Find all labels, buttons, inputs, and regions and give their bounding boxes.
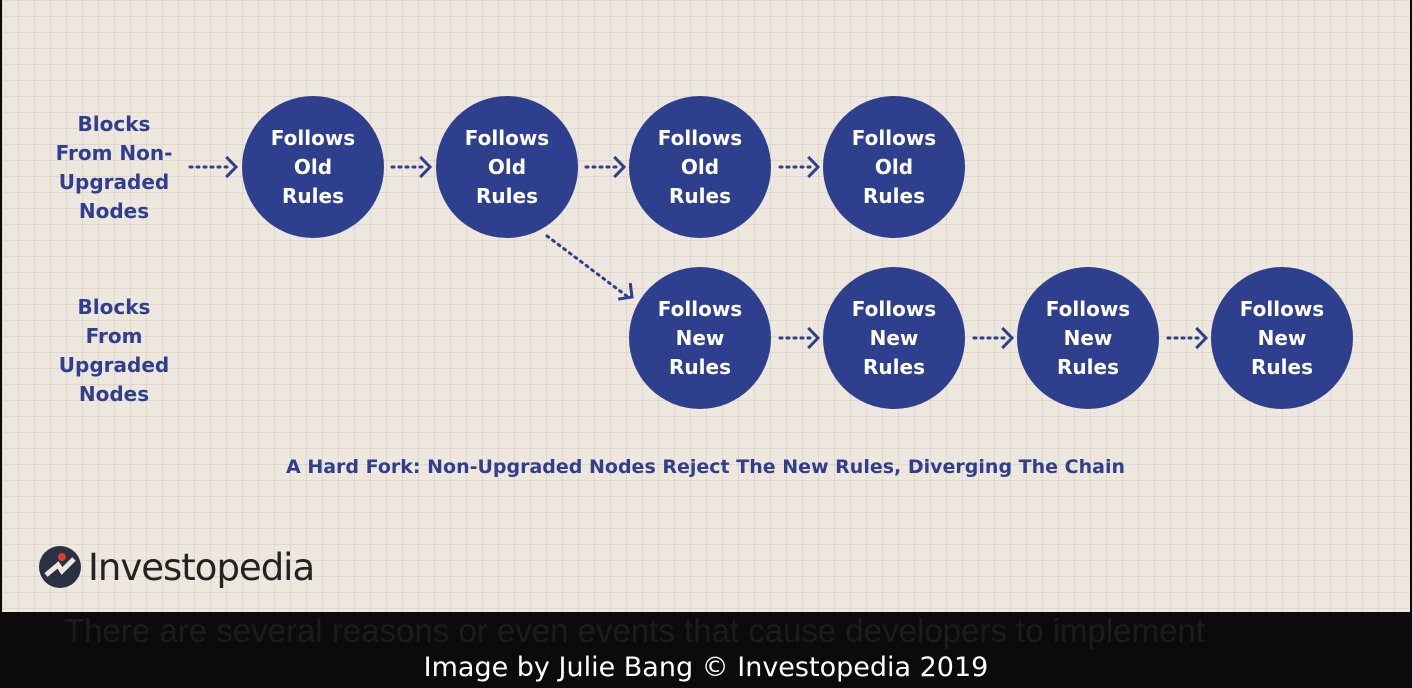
- arrow: [188, 155, 239, 179]
- node-text: Follows: [1045, 296, 1131, 321]
- label-line: From Non-: [55, 141, 173, 165]
- arrow: [545, 234, 634, 301]
- arrow: [778, 326, 821, 350]
- label-line: Nodes: [78, 199, 150, 223]
- node-text: Rules: [863, 354, 925, 379]
- node-text: Rules: [1057, 354, 1119, 379]
- node-text: New: [675, 325, 725, 350]
- node-text: Old: [680, 154, 720, 179]
- node-text: Follows: [657, 296, 743, 321]
- node-text: Rules: [1251, 354, 1313, 379]
- node-text: Old: [487, 154, 527, 179]
- logo-icon: [39, 546, 81, 588]
- node-text: Rules: [476, 183, 538, 208]
- node-text: Rules: [282, 183, 344, 208]
- node-text: Follows: [464, 125, 550, 150]
- label-line: Nodes: [78, 382, 150, 406]
- node-text: Old: [874, 154, 914, 179]
- label-line: From: [85, 324, 143, 348]
- node-text: Old: [293, 154, 333, 179]
- node-text: Rules: [669, 183, 731, 208]
- node-text: New: [869, 325, 919, 350]
- node-text: Follows: [1239, 296, 1325, 321]
- image-caption: Image by Julie Bang © Investopedia 2019: [423, 652, 989, 683]
- logo-text: Investopedia: [88, 545, 315, 589]
- label-line: Upgraded: [58, 170, 170, 194]
- node-text: Follows: [657, 125, 743, 150]
- node-text: New: [1257, 325, 1307, 350]
- label-line: Blocks: [77, 112, 151, 136]
- label-line: Upgraded: [58, 353, 170, 377]
- diagram-title: A Hard Fork: Non-Upgraded Nodes Reject T…: [286, 456, 1125, 478]
- article-text-behind: There are several reasons or even events…: [64, 612, 1205, 649]
- arrow: [390, 155, 433, 179]
- label-line: Blocks: [77, 295, 151, 319]
- node-text: Follows: [851, 296, 937, 321]
- node-text: Rules: [669, 354, 731, 379]
- node-text: New: [1063, 325, 1113, 350]
- investopedia-logo: Investopedia: [38, 545, 315, 589]
- arrow: [972, 326, 1015, 350]
- node-text: Follows: [851, 125, 937, 150]
- arrow: [584, 155, 627, 179]
- node-text: Rules: [863, 183, 925, 208]
- node-text: Follows: [270, 125, 356, 150]
- arrow: [778, 155, 821, 179]
- arrows: [188, 155, 1209, 350]
- arrow: [1166, 326, 1209, 350]
